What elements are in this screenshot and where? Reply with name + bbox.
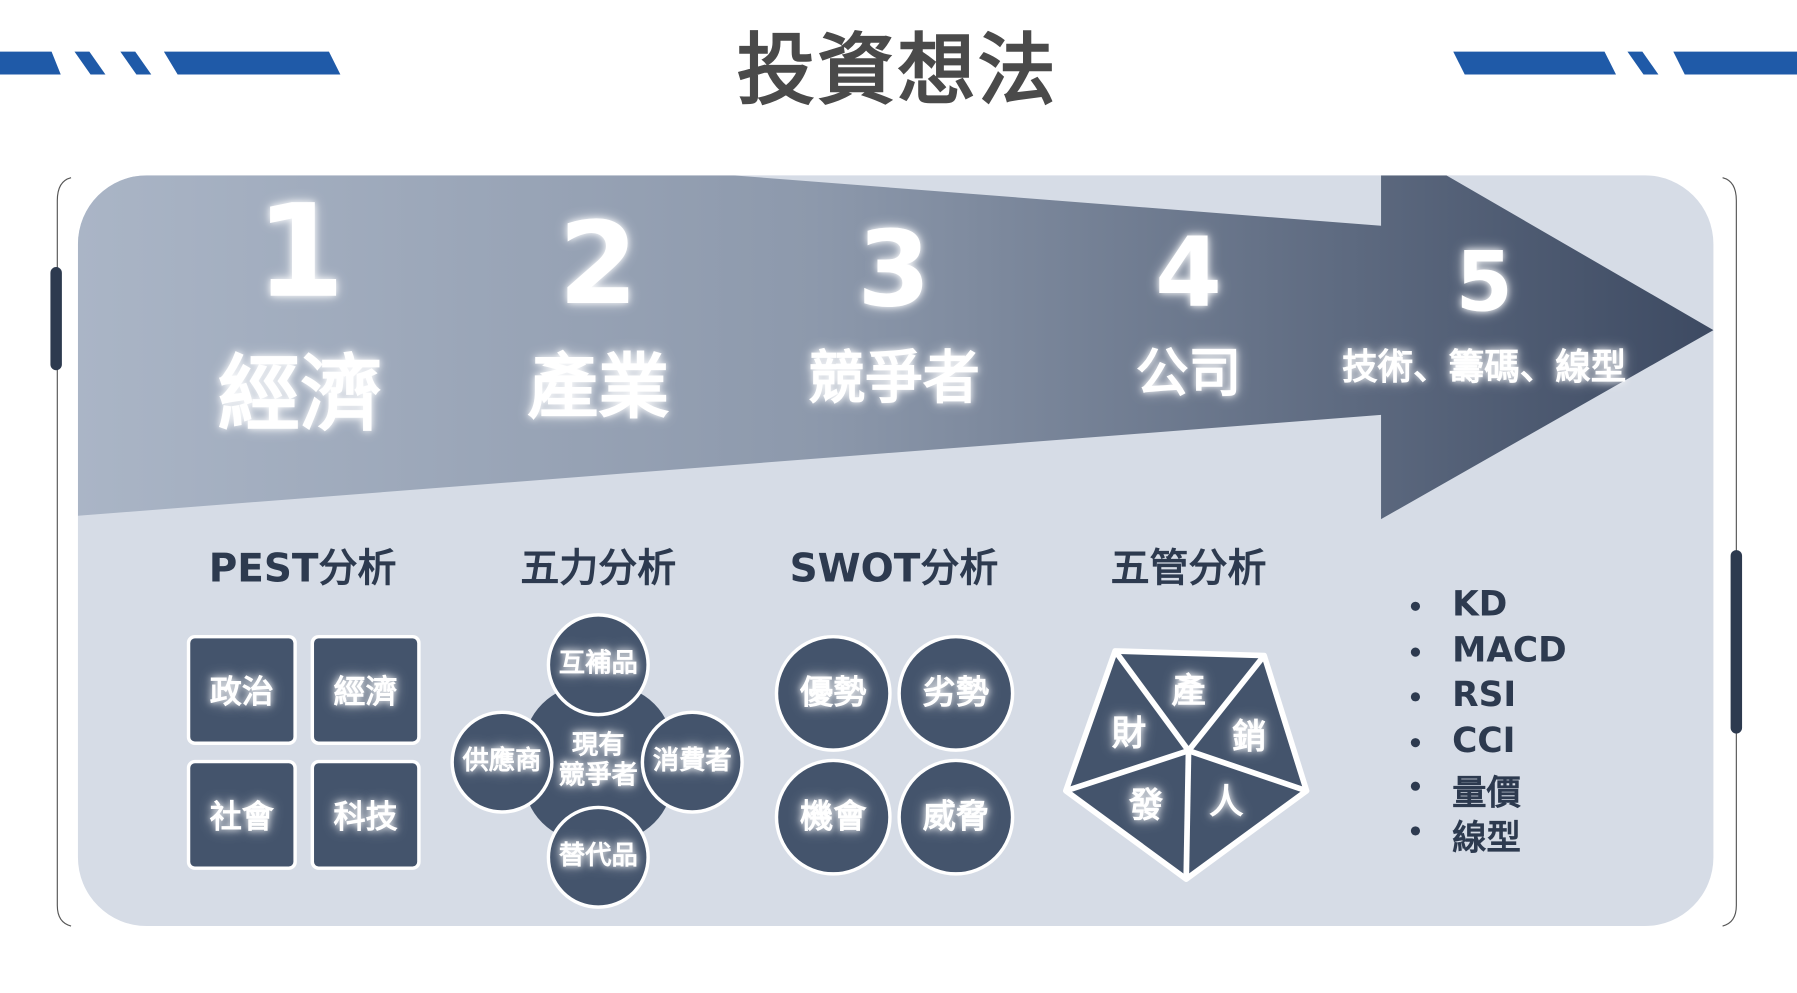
five-forces-center-shape [523,685,673,842]
step-1-label: 經濟 [217,345,383,442]
pest-technology: 科技 [310,759,421,870]
indicator-item: KD [1452,584,1508,625]
indicator-item: 線型 [1452,818,1521,859]
five-forces-center: 現有 競爭者 [559,731,638,792]
pest-politics: 政治 [186,634,297,745]
frame-handle-right [1730,550,1743,734]
indicator-item: 量價 [1452,773,1521,814]
five-forces-complements: 互補品 [546,613,650,717]
header-stripes-left [0,51,341,75]
five-management-pentagon [1063,648,1310,882]
five-forces-consumers: 消費者 [640,710,744,814]
center-line-1: 現有 [571,730,625,761]
swot-heading: SWOT分析 [789,546,999,592]
indicator-item: MACD [1452,630,1567,671]
pentagon-production: 產 [1171,671,1206,712]
header-stripes-right [1453,51,1797,75]
process-arrow [77,175,1714,520]
step-5-label: 技術、籌碼、線型 [1342,346,1627,388]
pentagon-people: 人 [1209,782,1244,823]
five-forces-suppliers: 供應商 [450,710,554,814]
pentagon-rnd: 發 [1128,786,1164,827]
pentagon-finance: 財 [1111,714,1147,755]
bullet-icon [1410,601,1421,611]
indicator-item: RSI [1452,675,1517,716]
bullet-icon [1410,738,1421,748]
five-forces-substitutes: 替代品 [546,805,650,909]
step-2-label: 產業 [527,344,670,429]
swot-opportunities: 機會 [774,758,892,876]
swot-strengths: 優勢 [774,634,892,752]
page-title: 投資想法 [736,25,1058,117]
indicator-item: CCI [1452,720,1516,762]
bullet-icon [1410,781,1421,791]
pest-heading: PEST分析 [208,546,397,592]
step-5-number: 5 [1455,233,1513,331]
bullet-icon [1410,647,1421,657]
step-4-number: 4 [1155,216,1223,329]
swot-weaknesses: 劣勢 [897,634,1015,752]
step-2-number: 2 [558,196,639,331]
pest-economy: 經濟 [310,634,421,745]
pentagon-marketing: 銷 [1232,717,1267,758]
frame-handle-left [50,267,62,371]
five-forces-heading: 五力分析 [520,546,677,592]
step-1-number: 1 [255,177,345,327]
bullet-icon [1410,692,1421,702]
step-4-label: 公司 [1135,341,1242,404]
step-3-label: 競爭者 [808,344,980,412]
center-line-2: 競爭者 [558,761,638,791]
pest-society: 社會 [186,759,297,870]
step-3-number: 3 [857,208,931,331]
five-management-heading: 五管分析 [1110,546,1267,592]
bullet-icon [1410,826,1421,836]
swot-threats: 威脅 [897,758,1015,876]
